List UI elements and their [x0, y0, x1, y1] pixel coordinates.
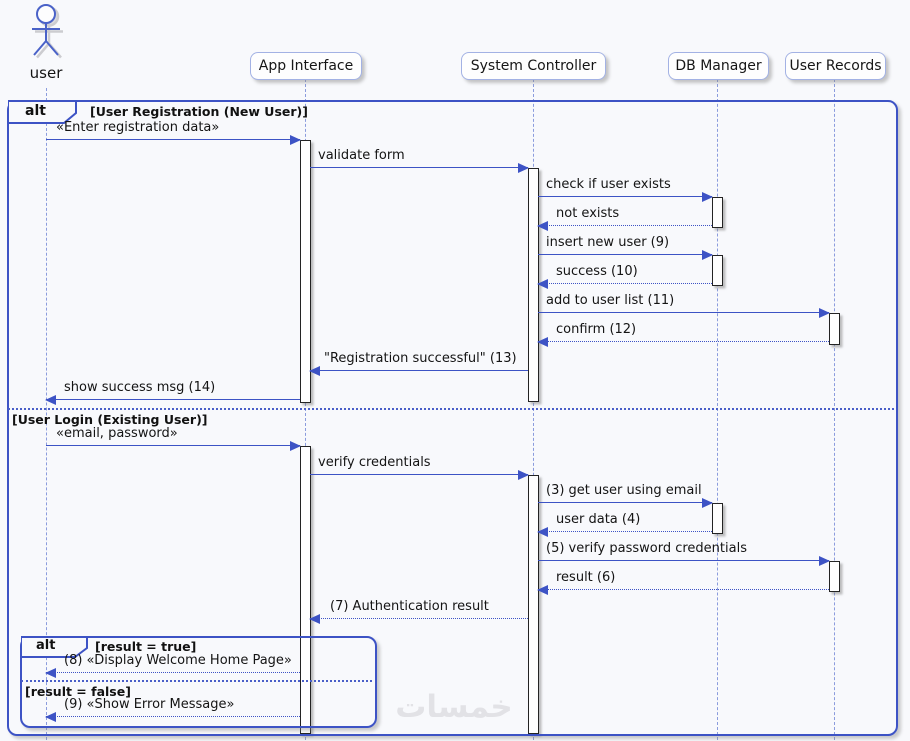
message-add-to-user-list: add to user list (11)	[538, 293, 830, 318]
participant-app-interface: App Interface	[250, 52, 362, 80]
alt-pentagon-inner	[21, 636, 88, 658]
alt-pentagon-outer	[8, 100, 77, 124]
message-verify-credentials: verify credentials	[310, 455, 529, 480]
participant-db-manager: DB Manager	[668, 52, 769, 80]
activation-db-3	[712, 503, 723, 534]
alt-frame-outer	[7, 100, 898, 736]
message-enter-registration-data: «Enter registration data»	[46, 120, 301, 145]
activation-app-1	[300, 140, 311, 403]
message-user-data: user data (4)	[537, 512, 712, 537]
message-check-if-user-exists: check if user exists	[538, 177, 713, 202]
message-verify-password-credentials: (5) verify password credentials	[538, 541, 830, 566]
guard-login: [User Login (Existing User)]	[12, 412, 208, 427]
participant-system-controller: System Controller	[461, 52, 606, 80]
activation-sc-2	[528, 475, 539, 734]
guard-result-true: [result = true]	[95, 639, 197, 654]
alt-operator-inner: alt	[36, 638, 56, 653]
activation-app-2	[300, 446, 311, 734]
participant-label: System Controller	[470, 58, 597, 74]
message-validate-form: validate form	[310, 148, 529, 173]
message-not-exists: not exists	[537, 206, 712, 231]
lifeline-user	[46, 88, 47, 740]
activation-db-2	[712, 255, 723, 286]
alt-else-divider-inner	[21, 680, 372, 682]
actor-label: user	[29, 64, 63, 82]
message-insert-new-user: insert new user (9)	[538, 235, 713, 260]
message-result: result (6)	[537, 570, 829, 595]
message-registration-successful: "Registration successful" (13)	[309, 351, 528, 376]
guard-registration: [User Registration (New User)]	[90, 104, 308, 119]
message-email-password: «email, password»	[46, 426, 301, 451]
message-authentication-result: (7) Authentication result	[309, 599, 528, 624]
message-success: success (10)	[537, 264, 712, 289]
activation-ur-2	[829, 561, 840, 592]
participant-label: User Records	[789, 58, 882, 74]
message-get-user-using-email: (3) get user using email	[538, 483, 713, 508]
message-show-success-msg: show success msg (14)	[45, 380, 300, 405]
activation-ur-1	[829, 313, 840, 345]
watermark-logo: خمسات	[395, 689, 513, 725]
message-show-error-message: (9) «Show Error Message»	[45, 697, 300, 722]
message-confirm: confirm (12)	[537, 322, 829, 347]
alt-else-divider-outer	[8, 408, 894, 410]
message-display-welcome-home-page: (8) «Display Welcome Home Page»	[45, 653, 300, 678]
participant-label: DB Manager	[675, 58, 762, 74]
actor-icon	[32, 4, 63, 59]
participant-user-records: User Records	[785, 52, 886, 80]
alt-operator-outer: alt	[25, 103, 46, 119]
participant-label: App Interface	[258, 58, 354, 74]
alt-frame-inner	[20, 636, 377, 728]
activation-db-1	[712, 197, 723, 228]
guard-result-false: [result = false]	[25, 684, 131, 699]
